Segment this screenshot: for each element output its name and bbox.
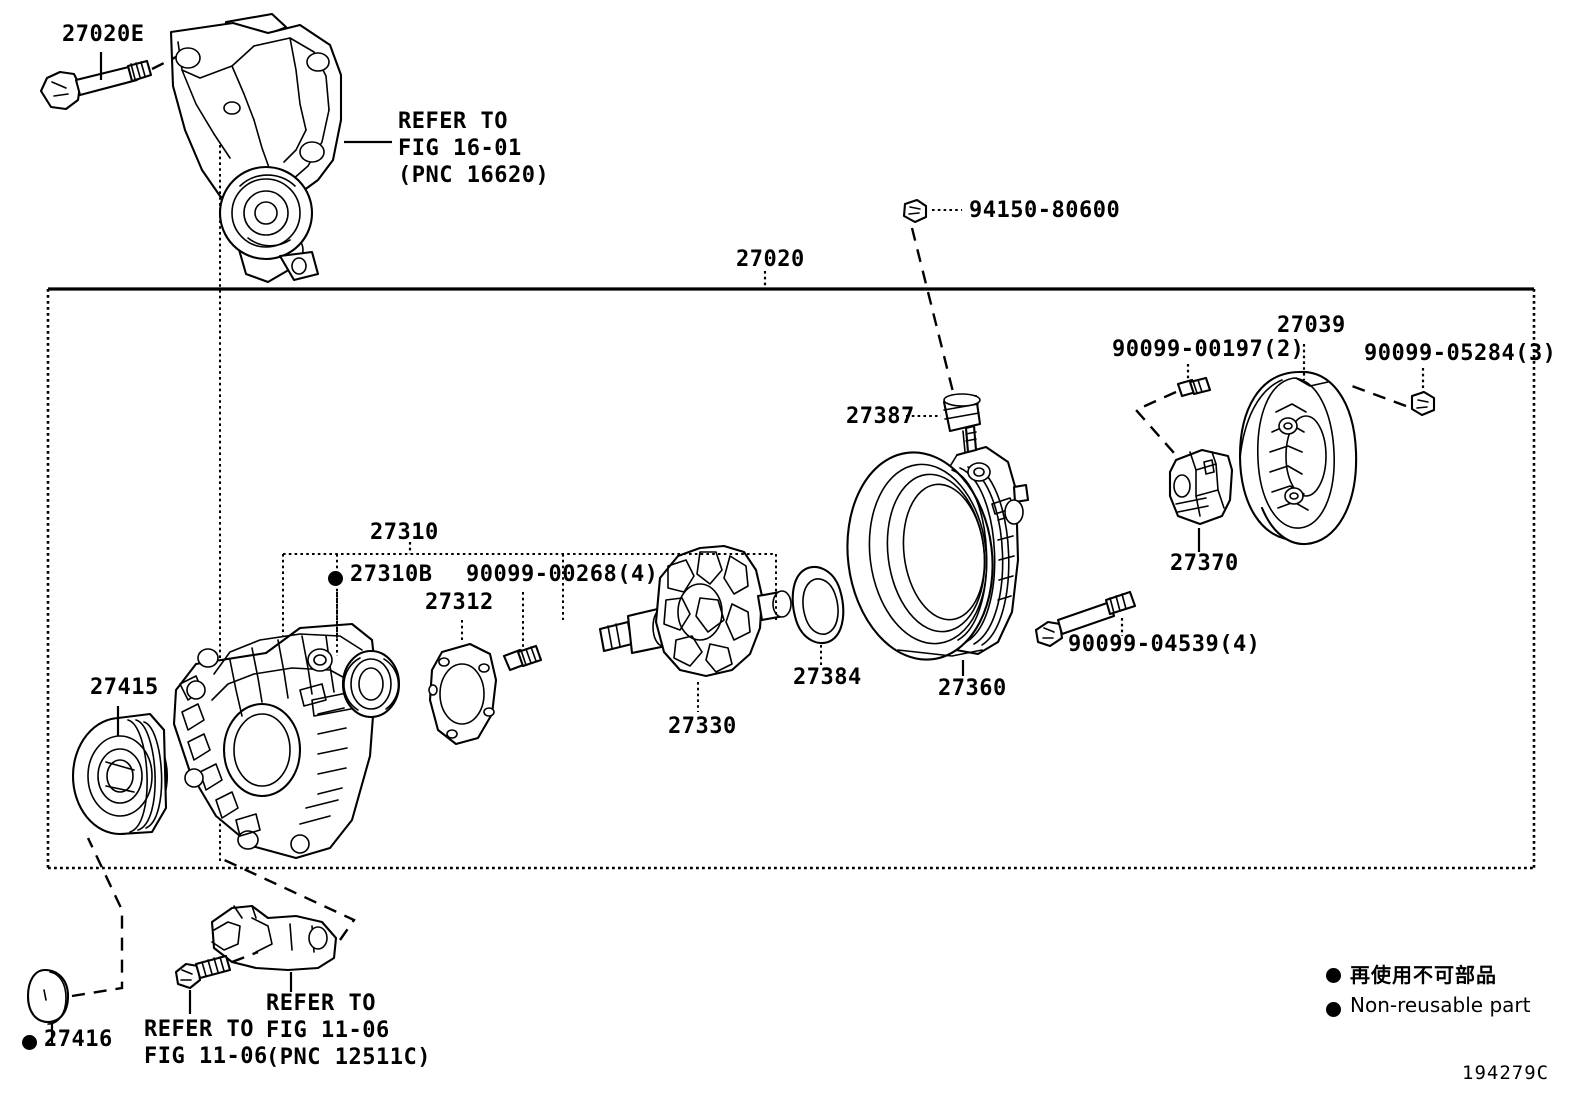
part-27416-cap bbox=[26, 968, 70, 1025]
part-90099-00268-screw bbox=[502, 644, 543, 672]
label-27416: 27416 bbox=[44, 1027, 113, 1052]
label-27415: 27415 bbox=[90, 675, 159, 700]
part-27330-rotor bbox=[598, 544, 792, 678]
leader-27416-to-pulley bbox=[71, 837, 124, 998]
label-27384: 27384 bbox=[793, 665, 862, 690]
part-27312-retainer bbox=[428, 642, 498, 746]
part-94150-nut bbox=[902, 198, 928, 224]
label-27310: 27310 bbox=[370, 520, 439, 545]
label-90099-00197: 90099-00197(2) bbox=[1112, 337, 1305, 362]
label-27020E: 27020E bbox=[62, 22, 145, 47]
footer-diagram-code: 194279C bbox=[1462, 1062, 1550, 1084]
label-refer-fig-11-06-a: REFER TO FIG 11-06 bbox=[144, 1017, 268, 1069]
part-adjusting-bracket bbox=[210, 904, 338, 972]
nonreusable-marker-27310B bbox=[328, 571, 343, 586]
label-27370: 27370 bbox=[1170, 551, 1239, 576]
label-27310B: 27310B bbox=[350, 562, 433, 587]
group-boundary-box bbox=[46, 271, 1536, 870]
label-27020-group: 27020 bbox=[736, 247, 805, 272]
drive-belt-tensioner-assembly bbox=[169, 12, 343, 284]
leader-05284-to-cover bbox=[1351, 384, 1407, 408]
part-27039-rear-cover bbox=[1238, 370, 1358, 546]
legend-marker-japanese bbox=[1326, 968, 1341, 983]
label-90099-05284: 90099-05284(3) bbox=[1364, 341, 1557, 366]
bracket-line-27310 bbox=[282, 542, 777, 640]
part-27360-stator bbox=[846, 424, 1030, 661]
part-90099-04539-bolt bbox=[1034, 590, 1137, 648]
part-27370-regulator bbox=[1168, 448, 1234, 526]
nonreusable-marker-27416 bbox=[22, 1035, 37, 1050]
leader-00197-to-regulator bbox=[1134, 390, 1183, 463]
label-27387: 27387 bbox=[846, 404, 915, 429]
leader-bolt-to-bracket bbox=[231, 950, 259, 964]
label-27312: 27312 bbox=[425, 590, 494, 615]
part-27310B-bearing bbox=[341, 649, 401, 719]
part-27310-drive-end-frame bbox=[172, 622, 378, 860]
legend-text-japanese: 再使用不可部品 bbox=[1350, 963, 1497, 987]
part-90099-00197-screw bbox=[1176, 376, 1212, 398]
leader-94150-to-grommet bbox=[910, 227, 957, 401]
part-27020E-bolt bbox=[39, 59, 153, 111]
part-90099-05284-nut bbox=[1410, 390, 1436, 417]
legend-text-english: Non-reusable part bbox=[1350, 993, 1531, 1017]
leader-bracket-to-housing bbox=[219, 856, 356, 941]
leader-27020E-to-bracket bbox=[151, 55, 177, 71]
legend-marker-english bbox=[1326, 1002, 1341, 1017]
label-90099-00268: 90099-00268(4) bbox=[466, 562, 659, 587]
label-27330: 27330 bbox=[668, 714, 737, 739]
label-refer-fig-11-06-b: REFER TO FIG 11-06 (PNC 12511C) bbox=[266, 991, 431, 1070]
part-27384-seal bbox=[791, 565, 845, 645]
label-27360: 27360 bbox=[938, 676, 1007, 701]
part-27415-pulley bbox=[71, 712, 169, 836]
label-refer-fig-16-01: REFER TO FIG 16-01 (PNC 16620) bbox=[398, 109, 550, 188]
label-90099-04539: 90099-04539(4) bbox=[1068, 632, 1261, 657]
label-94150-80600: 94150-80600 bbox=[969, 198, 1121, 223]
part-adjusting-bolt bbox=[174, 954, 232, 990]
label-27039: 27039 bbox=[1277, 313, 1346, 338]
